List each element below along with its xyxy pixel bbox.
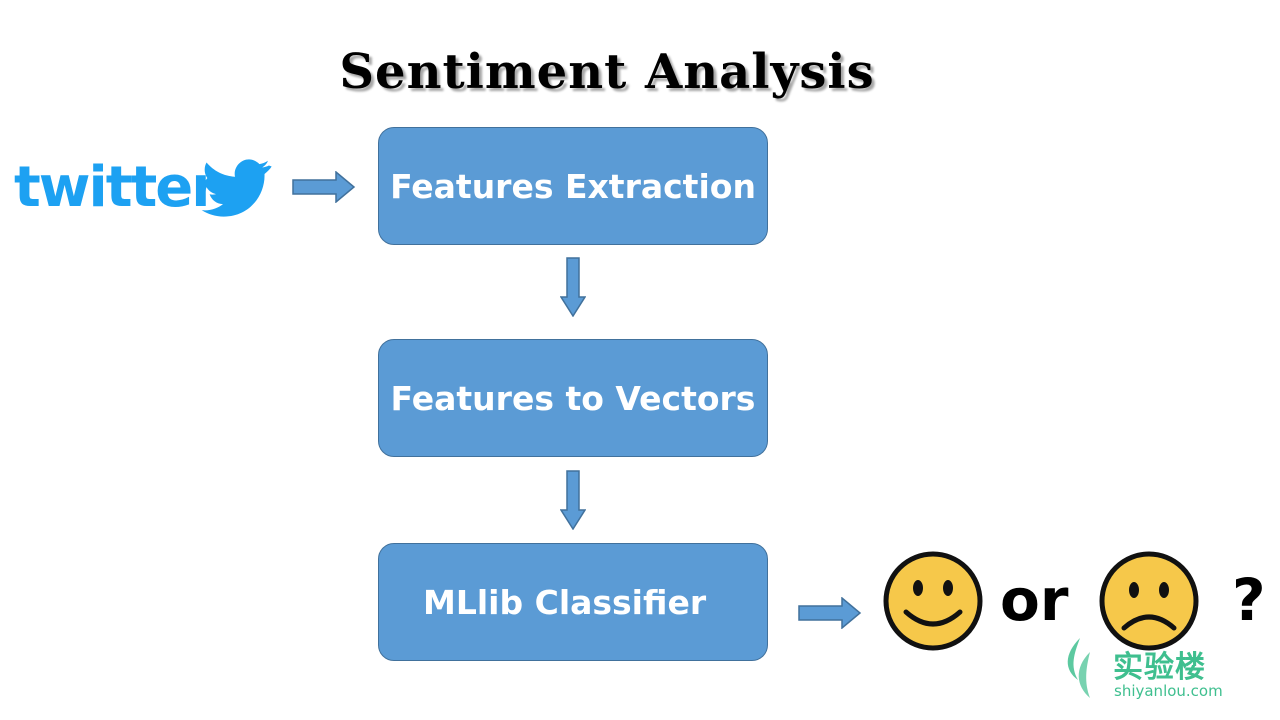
smiling-face-icon	[883, 551, 983, 651]
step-label: MLlib Classifier	[423, 582, 707, 622]
twitter-logo: twitter	[14, 155, 272, 218]
right-arrow-icon	[798, 597, 862, 629]
step-label: Features Extraction	[390, 166, 756, 206]
step-box-features-extraction: Features Extraction	[378, 127, 768, 245]
frowning-face-icon	[1099, 551, 1199, 651]
question-mark-text: ?	[1232, 566, 1266, 634]
step-label: Features to Vectors	[390, 378, 756, 418]
down-arrow-icon	[560, 470, 586, 530]
watermark-url-text: shiyanlou.com	[1114, 682, 1223, 700]
shiyanlou-leaf-logo-icon	[1067, 638, 1090, 698]
diagram-title: Sentiment Analysis	[339, 44, 875, 100]
right-arrow-icon	[292, 171, 356, 203]
svg-text:twitter: twitter	[14, 155, 219, 218]
twitter-bird-icon	[201, 159, 272, 217]
or-connector-text: or	[1000, 566, 1069, 634]
step-box-features-to-vectors: Features to Vectors	[378, 339, 768, 457]
watermark-chinese-text: 实验楼	[1113, 650, 1206, 685]
step-box-mllib-classifier: MLlib Classifier	[378, 543, 768, 661]
down-arrow-icon	[560, 257, 586, 317]
